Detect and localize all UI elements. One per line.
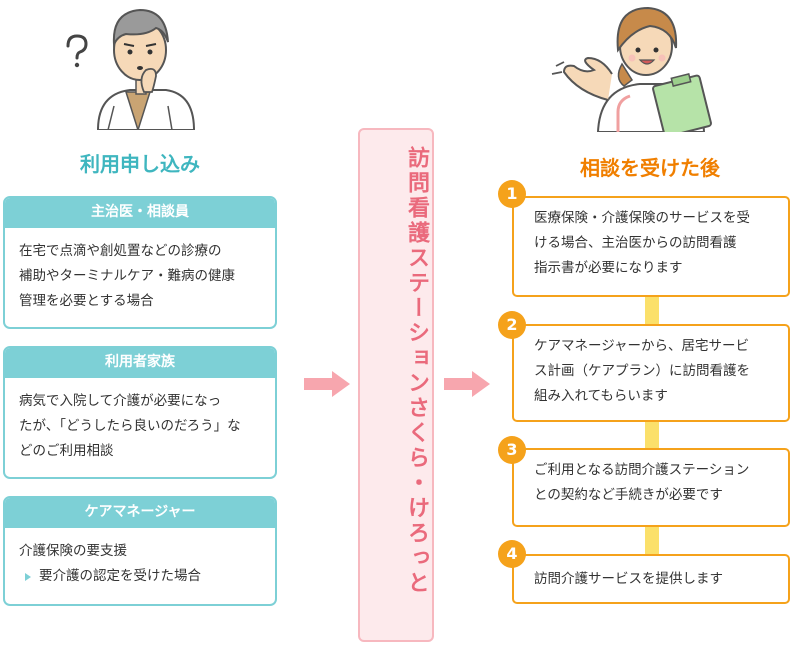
step-line: ス計画（ケアプラン）に訪問看護を: [534, 363, 750, 379]
card-sub-item: 要介護の認定を受けた場合: [19, 564, 261, 589]
card-line: 管理を必要とする場合: [19, 293, 154, 309]
arrow-right-icon: [444, 371, 490, 397]
right-heading: 相談を受けた後: [580, 156, 720, 180]
step-1: 医療保険・介護保険のサービスを受 ける場合、主治医からの訪問看護 指示書が必要に…: [512, 196, 790, 297]
arrow-right-icon: [304, 371, 350, 397]
card-family: 利用者家族 病気で入院して介護が必要になっ たが、「どうしたら良いのだろう」な …: [3, 346, 277, 479]
step-number-badge: 1: [498, 180, 526, 208]
card-line: 在宅で点滴や創処置などの診療の: [19, 243, 222, 259]
step-line: 指示書が必要になります: [534, 260, 683, 276]
triangle-bullet-icon: [25, 572, 31, 581]
step-2: ケアマネージャーから、居宅サービ ス計画（ケアプラン）に訪問看護を 組み入れても…: [512, 324, 790, 422]
step-line: ご利用となる訪問介護ステーション: [534, 462, 750, 478]
step-line: 訪問介護サービスを提供します: [534, 571, 723, 587]
step-number-badge: 2: [498, 311, 526, 339]
nurse-with-clipboard-icon: [551, 6, 712, 132]
left-heading: 利用申し込み: [80, 152, 200, 176]
card-title: ケアマネージャー: [5, 498, 275, 528]
step-line: 組み入れてもらいます: [534, 388, 668, 404]
step-line: ける場合、主治医からの訪問看護: [534, 235, 737, 251]
card-body: 介護保険の要支援 要介護の認定を受けた場合: [5, 528, 275, 600]
card-body: 在宅で点滴や創処置などの診療の 補助やターミナルケア・難病の健康 管理を必要とす…: [5, 228, 275, 325]
card-body: 病気で入院して介護が必要になっ たが、「どうしたら良いのだろう」な どのご利用相…: [5, 378, 275, 475]
step-line: 医療保険・介護保険のサービスを受: [534, 210, 750, 226]
card-line: たが、「どうしたら良いのだろう」な: [19, 418, 241, 434]
card-doctor: 主治医・相談員 在宅で点滴や創処置などの診療の 補助やターミナルケア・難病の健康…: [3, 196, 277, 329]
station-name: 訪問看護ステーションさくら・けろっと: [404, 146, 429, 596]
card-line: 病気で入院して介護が必要になっ: [19, 393, 222, 409]
card-title: 主治医・相談員: [5, 198, 275, 228]
card-line: 介護保険の要支援: [19, 543, 127, 559]
thinking-man-icon: [66, 8, 196, 130]
step-connector: [645, 526, 659, 556]
card-sub-item-text: 要介護の認定を受けた場合: [39, 568, 201, 584]
station-name-box: 訪問看護ステーションさくら・けろっと: [358, 128, 434, 642]
card-line: どのご利用相談: [19, 443, 114, 459]
step-4: 訪問介護サービスを提供します: [512, 554, 790, 604]
step-number-badge: 3: [498, 436, 526, 464]
step-3: ご利用となる訪問介護ステーション との契約など手続きが必要です: [512, 448, 790, 527]
card-line: 補助やターミナルケア・難病の健康: [19, 268, 235, 284]
step-line: ケアマネージャーから、居宅サービ: [534, 338, 750, 354]
question-mark-icon: [66, 34, 88, 68]
step-connector: [645, 420, 659, 450]
card-title: 利用者家族: [5, 348, 275, 378]
step-number-badge: 4: [498, 540, 526, 568]
card-caremanager: ケアマネージャー 介護保険の要支援 要介護の認定を受けた場合: [3, 496, 277, 606]
step-line: との契約など手続きが必要です: [534, 487, 723, 503]
step-connector: [645, 296, 659, 326]
